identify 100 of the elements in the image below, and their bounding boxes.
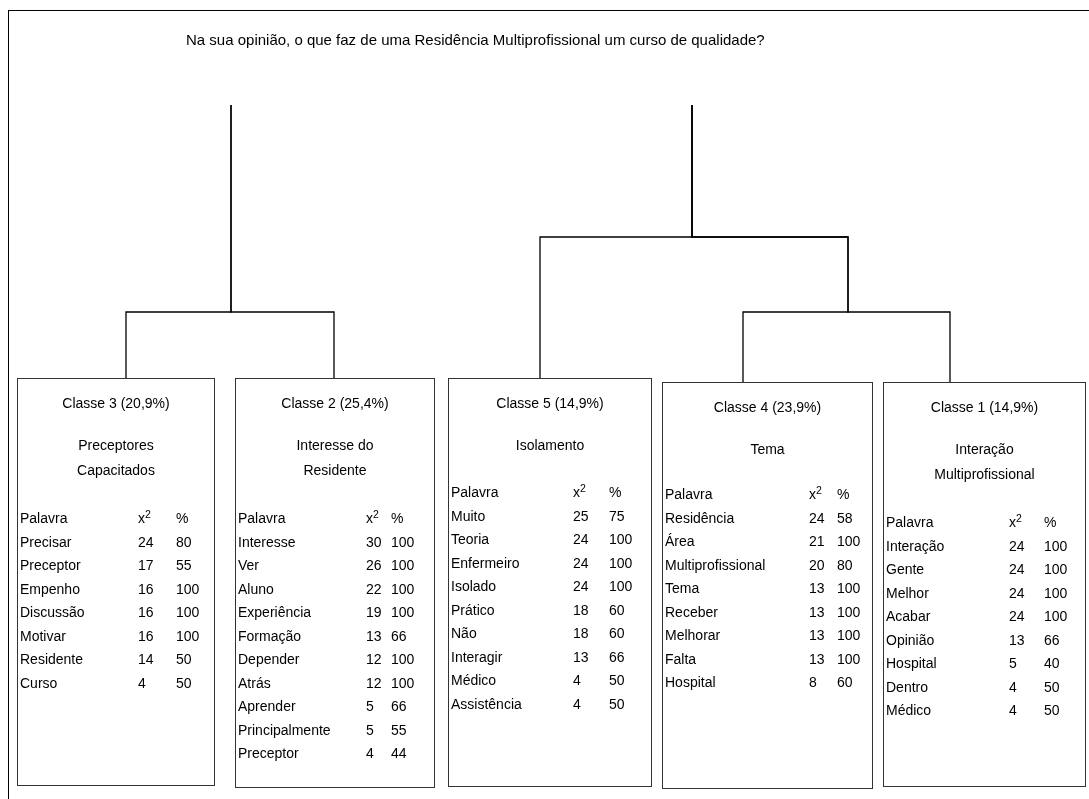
percent-cell-text: % [609,483,622,502]
word-cell-text: Aluno [238,579,274,599]
chi-square-cell-text: 25 [573,506,589,526]
word-cell-text: Residente [20,650,84,669]
chi-square-cell-text: 16 [138,579,154,599]
word-cell-text: Falta [665,649,697,669]
percent-cell-text: 100 [1044,583,1068,603]
percent-cell-text: 100 [176,603,200,622]
percent-cell-text: 66 [391,626,407,646]
chi-square-cell-text: 18 [573,600,589,620]
percent-cell-text: 100 [609,553,633,573]
chi-square-cell-text: 24 [1009,560,1025,579]
percent-cell-text: 100 [609,577,633,596]
word-cell-text: Receber [665,602,718,622]
chi-square-cell-text: 24 [573,577,589,596]
percent-cell-text: 100 [391,556,415,575]
word-cell-text: Motivar [20,626,66,646]
percent-cell-text: % [391,509,404,528]
word-cell-text: Precisar [20,532,72,552]
chi-square-cell-text: 24 [573,553,589,573]
word-cell-text: Melhor [886,583,929,603]
chi-square-cell-text: x$^{2}$ [366,507,379,528]
word-cell-text: Tema [665,579,700,598]
chi-square-cell-text: 17 [138,556,154,575]
word-cell-text: Médico [451,671,497,690]
chi-square-cell-text: 13 [809,649,825,669]
chi-square-cell-text: 26 [366,556,382,575]
percent-cell-text: % [1044,513,1057,532]
chi-square-cell-text: 8 [809,673,817,692]
chi-square-cell-text: 24 [1009,583,1025,603]
class-heading: Classe 3 (20,9%) [61,394,171,413]
word-cell-text: Muito [451,506,486,526]
word-cell-text: Preceptor [238,744,299,763]
class-theme: Interação Multiprofissional [933,440,1036,484]
percent-cell-text: 100 [837,649,861,669]
chi-square-cell-text: 4 [138,673,146,693]
percent-cell-text: 100 [176,626,200,646]
percent-cell-text: 58 [837,508,853,528]
class-heading: Classe 2 (25,4%) [280,394,390,413]
percent-cell-text: 50 [1044,701,1060,720]
percent-cell-text: 66 [609,647,625,667]
percent-cell-text: 100 [391,673,415,693]
percent-cell-text: 60 [837,673,853,692]
chi-square-cell-text: 18 [573,624,589,643]
percent-cell-text: 100 [1044,560,1068,579]
word-cell-text: Não [451,624,477,643]
chi-square-cell-text: 4 [366,744,374,763]
percent-cell-text: 100 [837,626,861,645]
chi-square-cell-text: 14 [138,650,154,669]
word-cell-text: Interagir [451,647,503,667]
chi-square-cell-text: 24 [573,530,589,549]
chi-square-cell-text: 13 [573,647,589,667]
chi-square-cell-text: 5 [366,720,374,740]
word-cell-text: Curso [20,673,58,693]
word-cell-text: Gente [886,560,925,579]
class-theme: Preceptores Capacitados [76,436,156,480]
word-cell-text: Principalmente [238,720,331,740]
chi-square-cell-text: 4 [573,694,581,714]
word-cell-text: Isolado [451,577,497,596]
chi-square-cell-text: 5 [1009,654,1017,673]
class-theme: Interesse do Residente [295,436,375,480]
word-cell-text: Depender [238,650,300,669]
word-cell-text: Palavra [238,509,286,528]
chi-square-cell-text: 4 [573,671,581,690]
chi-square-cell-text: 30 [366,532,382,552]
word-cell-text: Preceptor [20,556,81,575]
class-heading: Classe 5 (14,9%) [495,394,605,413]
word-cell-text: Palavra [886,513,934,532]
chi-square-cell-text: 12 [366,673,382,693]
percent-cell-text: % [176,509,189,528]
chi-square-cell-text: x$^{2}$ [1009,511,1022,532]
percent-cell-text: 100 [837,602,861,622]
chi-square-cell-text: 13 [809,579,825,598]
word-cell-text: Interação [886,536,945,556]
percent-cell-text: 100 [391,650,415,669]
chi-square-cell-text: 13 [1009,630,1025,650]
word-cell-text: Palavra [451,483,499,502]
class-box [883,382,1086,787]
word-cell-text: Palavra [20,509,68,528]
word-cell-text: Enfermeiro [451,553,520,573]
percent-cell-text: 66 [1044,630,1060,650]
word-cell-text: Hospital [665,673,716,692]
word-cell-text: Multiprofissional [665,555,766,575]
percent-cell-text: 40 [1044,654,1060,673]
chi-square-cell-text: 16 [138,626,154,646]
percent-cell-text: 80 [837,555,853,575]
percent-cell-text: 60 [609,600,625,620]
chi-square-cell-text: 24 [1009,607,1025,626]
word-cell-text: Discussão [20,603,85,622]
class-heading: Classe 4 (23,9%) [712,398,823,417]
percent-cell-text: 100 [837,579,861,598]
word-cell-text: Assistência [451,694,522,714]
chi-square-cell-text: 24 [1009,536,1025,556]
chi-square-cell-text: 5 [366,697,374,716]
word-cell-text: Interesse [238,532,296,552]
percent-cell-text: 100 [609,530,633,549]
percent-cell-text: 50 [609,671,625,690]
word-cell-text: Teoria [451,530,490,549]
class-box [448,378,652,787]
percent-cell-text: 75 [609,506,625,526]
